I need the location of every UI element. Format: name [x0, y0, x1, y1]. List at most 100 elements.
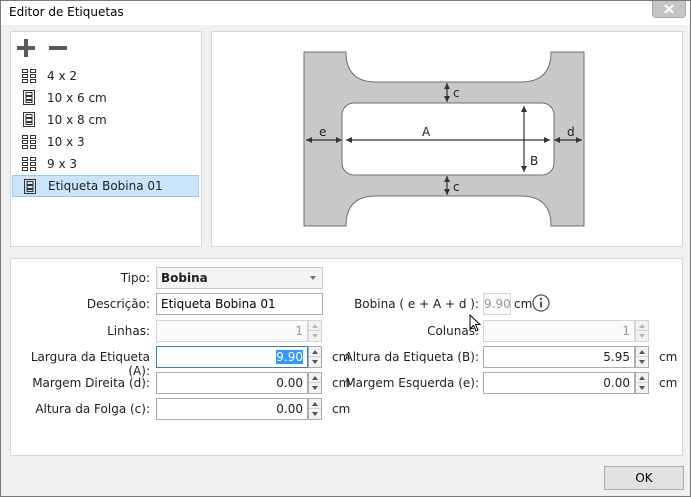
grid-label-icon [22, 69, 36, 83]
altura-stepper [635, 346, 649, 368]
list-item[interactable]: 9 x 3 [12, 153, 200, 175]
list-item-label: Etiqueta Bobina 01 [48, 179, 163, 193]
roll-label-icon [23, 112, 35, 127]
list-item-label: 10 x 6 cm [47, 91, 107, 105]
close-button[interactable] [652, 1, 686, 18]
linhas-label: Linhas: [107, 324, 150, 338]
dimension-c-bottom-label: c [453, 180, 460, 194]
linhas-stepper [308, 320, 322, 342]
bobina-unit: cm [514, 297, 533, 311]
dimension-a-label: A [422, 125, 431, 139]
close-icon [664, 4, 674, 14]
folga-increment-button[interactable] [309, 399, 321, 409]
largura-increment-button[interactable] [309, 347, 321, 357]
grid-label-icon [22, 157, 36, 171]
arrow-up-icon [639, 375, 645, 380]
largura-label: Largura da Etiqueta (A): [30, 350, 150, 378]
margem-esquerda-decrement-button[interactable] [636, 383, 648, 393]
folga-unit: cm [332, 402, 351, 416]
list-item[interactable]: 10 x 6 cm [12, 87, 200, 109]
arrow-up-icon [312, 375, 318, 380]
margem-esquerda-input[interactable]: 0.00 [483, 372, 635, 394]
label-list: 4 x 2 10 x 6 cm 10 x 8 cm [12, 65, 200, 197]
margem-esquerda-label: Margem Esquerda (e): [345, 376, 479, 390]
list-item[interactable]: 10 x 8 cm [12, 109, 200, 131]
add-label-button[interactable] [15, 37, 37, 59]
arrow-up-icon [639, 349, 645, 354]
roll-label-icon [24, 179, 36, 194]
list-item-label: 10 x 8 cm [47, 113, 107, 127]
list-item-selected[interactable]: Etiqueta Bobina 01 [12, 175, 199, 197]
label-properties-panel: Tipo: Bobina Descrição: Bobina ( e + A +… [10, 258, 683, 456]
label-list-panel: 4 x 2 10 x 6 cm 10 x 8 cm [10, 31, 202, 247]
info-icon[interactable] [532, 294, 550, 312]
margem-direita-increment-button[interactable] [309, 373, 321, 383]
roll-label-icon [23, 90, 35, 105]
margem-esquerda-unit: cm [659, 376, 678, 390]
plus-icon [17, 39, 35, 57]
arrow-up-icon [639, 323, 645, 328]
tipo-select[interactable]: Bobina [156, 267, 323, 289]
list-item[interactable]: 4 x 2 [12, 65, 200, 87]
linhas-decrement-button [309, 331, 321, 341]
arrow-down-icon [639, 386, 645, 390]
colunas-input: 1 [483, 320, 635, 342]
altura-increment-button[interactable] [636, 347, 648, 357]
dimension-b-label: B [530, 154, 538, 168]
mouse-cursor-icon [469, 314, 482, 332]
margem-esquerda-increment-button[interactable] [636, 373, 648, 383]
bobina-value: 9.90 [483, 293, 511, 315]
folga-decrement-button[interactable] [309, 409, 321, 419]
altura-decrement-button[interactable] [636, 357, 648, 367]
folga-stepper [308, 398, 322, 420]
title-bar: Editor de Etiquetas [1, 1, 690, 25]
margem-direita-decrement-button[interactable] [309, 383, 321, 393]
largura-stepper [308, 346, 322, 368]
margem-direita-input[interactable]: 0.00 [156, 372, 308, 394]
margem-direita-stepper [308, 372, 322, 394]
remove-label-button[interactable] [47, 37, 69, 59]
ok-button[interactable]: OK [604, 466, 684, 490]
bobina-label: Bobina ( e + A + d ): [354, 297, 479, 311]
list-item-label: 4 x 2 [47, 69, 77, 83]
arrow-down-icon [312, 360, 318, 364]
arrow-down-icon [639, 360, 645, 364]
arrow-up-icon [312, 401, 318, 406]
descricao-input[interactable] [156, 293, 323, 315]
label-diagram-panel: A B c c e d [211, 31, 683, 247]
linhas-increment-button [309, 321, 321, 331]
minus-icon [49, 46, 67, 50]
dimension-c-top-label: c [453, 86, 460, 100]
label-dimension-diagram: A B c c e d [303, 51, 585, 227]
linhas-input: 1 [156, 320, 308, 342]
label-rectangle [341, 102, 555, 176]
margem-direita-label: Margem Direita (d): [32, 376, 150, 390]
dimension-e-label: e [319, 125, 326, 139]
list-item-label: 10 x 3 [47, 135, 85, 149]
altura-label: Altura da Etiqueta (B): [344, 350, 479, 364]
largura-decrement-button[interactable] [309, 357, 321, 367]
largura-value: 9.90 [276, 350, 303, 364]
tipo-selected-value: Bobina [161, 271, 208, 285]
dimension-d-label: d [567, 125, 575, 139]
altura-unit: cm [659, 350, 678, 364]
altura-input[interactable]: 5.95 [483, 346, 635, 368]
margem-esquerda-stepper [635, 372, 649, 394]
folga-input[interactable]: 0.00 [156, 398, 308, 420]
colunas-stepper [635, 320, 649, 342]
colunas-decrement-button [636, 331, 648, 341]
largura-input[interactable]: 9.90 [156, 346, 308, 368]
chevron-down-icon [310, 276, 316, 280]
window-title: Editor de Etiquetas [9, 5, 124, 19]
largura-unit: cm [332, 350, 351, 364]
list-item-label: 9 x 3 [47, 157, 77, 171]
colunas-label: Colunas: [427, 324, 479, 338]
arrow-down-icon [312, 412, 318, 416]
colunas-increment-button [636, 321, 648, 331]
list-item[interactable]: 10 x 3 [12, 131, 200, 153]
arrow-down-icon [312, 386, 318, 390]
arrow-down-icon [312, 334, 318, 338]
margem-direita-unit: cm [332, 376, 351, 390]
grid-label-icon [22, 135, 36, 149]
